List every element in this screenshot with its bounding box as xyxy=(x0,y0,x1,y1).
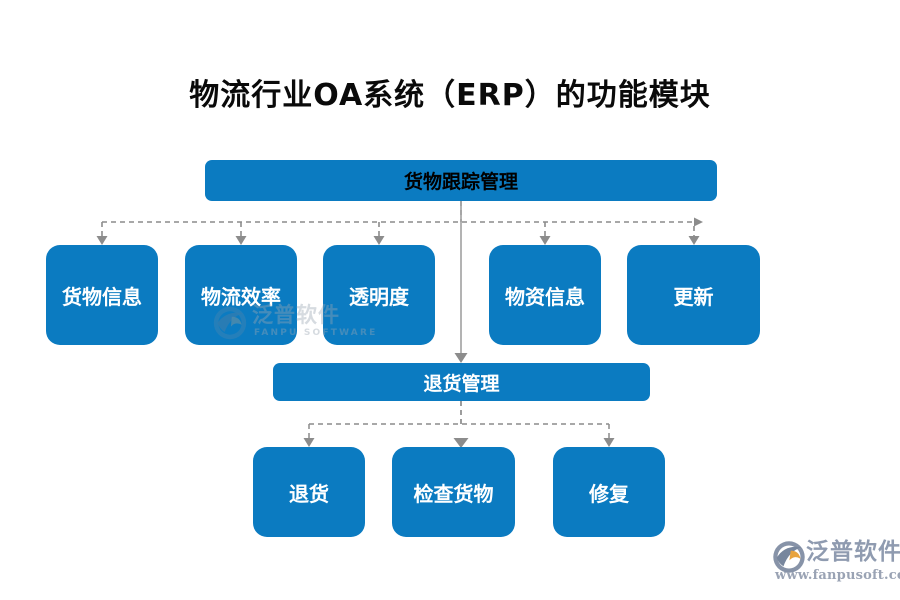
fanpu-logo-icon xyxy=(773,541,805,573)
node-cargo-tracking-management[interactable]: 货物跟踪管理 xyxy=(205,160,717,201)
node-label: 退货管理 xyxy=(423,372,500,395)
node-logistics-efficiency[interactable]: 物流效率 xyxy=(185,245,297,345)
node-label: 物资信息 xyxy=(505,284,585,309)
node-repair[interactable]: 修复 xyxy=(553,447,665,537)
brand-logo-text: 泛普软件 xyxy=(806,539,900,565)
node-inspect-goods[interactable]: 检查货物 xyxy=(392,447,515,537)
node-label: 货物信息 xyxy=(62,284,142,309)
page-title: 物流行业OA系统（ERP）的功能模块 xyxy=(189,78,711,113)
node-cargo-information[interactable]: 货物信息 xyxy=(46,245,158,345)
node-returns-management[interactable]: 退货管理 xyxy=(273,363,650,401)
node-label: 修复 xyxy=(589,481,629,506)
node-label: 货物跟踪管理 xyxy=(403,171,518,193)
node-label: 更新 xyxy=(673,284,714,309)
node-label: 透明度 xyxy=(349,284,409,309)
node-label: 检查货物 xyxy=(413,481,494,506)
brand-logo: 泛普软件 www.fanpusoft.com xyxy=(772,536,900,594)
node-label: 退货 xyxy=(289,481,329,506)
node-update[interactable]: 更新 xyxy=(627,245,760,345)
node-return-goods[interactable]: 退货 xyxy=(253,447,365,537)
node-label: 物流效率 xyxy=(201,284,281,309)
node-transparency[interactable]: 透明度 xyxy=(323,245,435,345)
node-material-information[interactable]: 物资信息 xyxy=(489,245,601,345)
brand-logo-url: www.fanpusoft.com xyxy=(775,568,900,583)
